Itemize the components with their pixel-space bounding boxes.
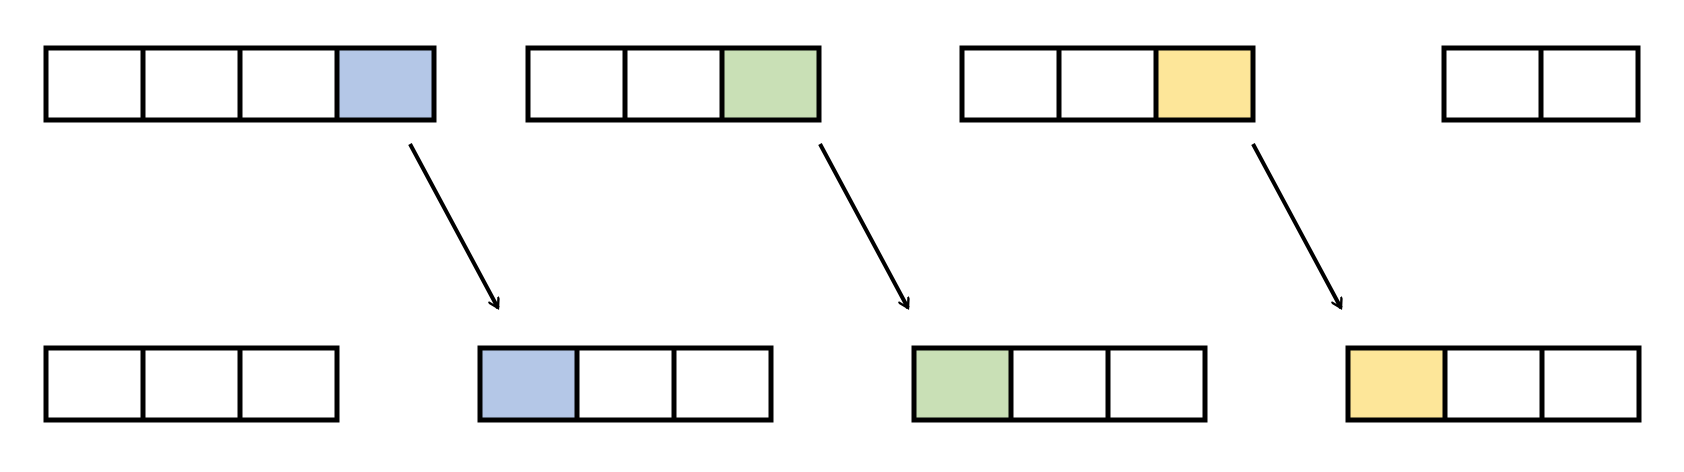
top-array-2-cell-2 bbox=[622, 45, 725, 123]
bottom-array-3-cell-2 bbox=[1008, 345, 1111, 423]
bottom-array-4-cell-2 bbox=[1442, 345, 1545, 423]
top-array-3-cell-1 bbox=[959, 45, 1062, 123]
top-array-4 bbox=[1441, 45, 1641, 123]
top-array-1-cell-2 bbox=[140, 45, 243, 123]
top-array-2-cell-1 bbox=[525, 45, 628, 123]
arrow-yellow bbox=[1251, 143, 1343, 308]
bottom-array-4-cell-1-yellow bbox=[1345, 345, 1448, 423]
bottom-array-1 bbox=[43, 345, 340, 423]
top-array-2 bbox=[525, 45, 822, 123]
top-array-3-cell-2 bbox=[1056, 45, 1159, 123]
bottom-array-3-cell-1-green bbox=[911, 345, 1014, 423]
bottom-array-4-cell-3 bbox=[1539, 345, 1642, 423]
bottom-array-3-cell-3 bbox=[1105, 345, 1208, 423]
bottom-array-1-cell-1 bbox=[43, 345, 146, 423]
top-row bbox=[43, 45, 1641, 123]
arrow-green bbox=[818, 143, 910, 308]
top-array-3 bbox=[959, 45, 1256, 123]
bottom-row bbox=[43, 345, 1642, 423]
bottom-array-4 bbox=[1345, 345, 1642, 423]
top-array-1-cell-1 bbox=[43, 45, 146, 123]
bottom-array-1-cell-2 bbox=[140, 345, 243, 423]
top-array-1-cell-4-blue bbox=[334, 45, 437, 123]
arrow-blue bbox=[408, 143, 500, 308]
top-array-4-cell-2 bbox=[1538, 45, 1641, 123]
top-array-3-cell-3-yellow bbox=[1153, 45, 1256, 123]
top-array-1 bbox=[43, 45, 437, 123]
bottom-array-2-cell-3 bbox=[671, 345, 774, 423]
top-array-2-cell-3-green bbox=[719, 45, 822, 123]
bottom-array-2-cell-2 bbox=[574, 345, 677, 423]
bottom-array-1-cell-3 bbox=[237, 345, 340, 423]
bottom-array-2-cell-1-blue bbox=[477, 345, 580, 423]
bottom-array-3 bbox=[911, 345, 1208, 423]
top-array-4-cell-1 bbox=[1441, 45, 1544, 123]
top-array-1-cell-3 bbox=[237, 45, 340, 123]
bottom-array-2 bbox=[477, 345, 774, 423]
arrows bbox=[408, 143, 1343, 308]
